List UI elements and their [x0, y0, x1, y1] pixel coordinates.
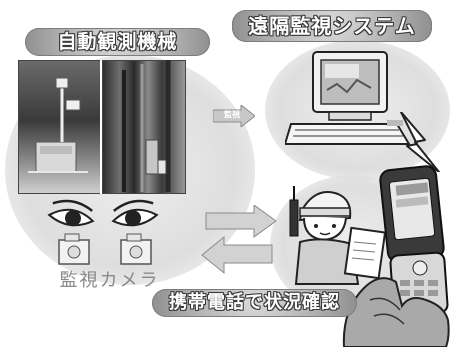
lightning-bolt-icon: [400, 112, 440, 172]
photo-divider: [100, 60, 102, 194]
remote-monitoring-system-title: 遠隔監視システム: [232, 10, 432, 42]
photo-details: [28, 60, 171, 192]
surveillance-camera-label: 監視カメラ: [59, 270, 160, 291]
forest-camera-photo: [102, 60, 186, 194]
check-status-by-phone-label: 携帯電話で状況確認: [152, 289, 357, 317]
two-way-arrows: [201, 205, 277, 275]
arrow-small-label: 監視: [224, 110, 240, 119]
flip-phone-icon: [342, 165, 450, 347]
arrow-to-computer: [213, 105, 255, 127]
camera-icon: [58, 233, 152, 265]
automatic-observation-machine-title: 自動観測機械: [25, 28, 210, 56]
eyes-icon: [47, 199, 159, 227]
desktop-computer-icon: [285, 51, 411, 145]
worker-with-radio-icon: [289, 186, 387, 285]
